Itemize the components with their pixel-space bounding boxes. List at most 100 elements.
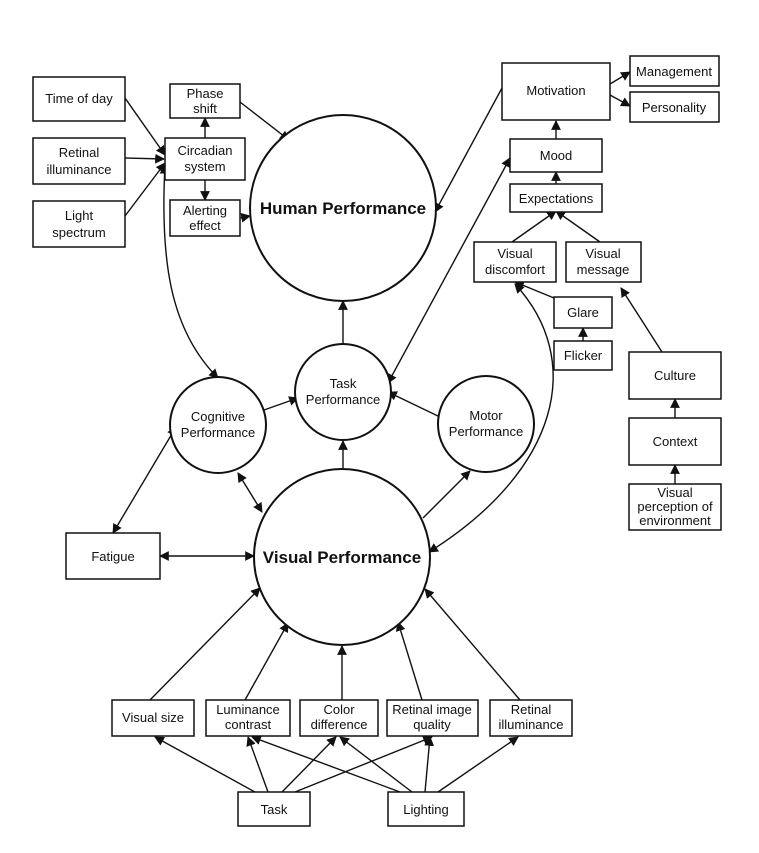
node-glare-label: Glare	[567, 305, 599, 320]
edge-motivation-management	[609, 71, 631, 85]
node-retinal-image-quality-line1: Retinal image	[392, 702, 472, 717]
node-motor-performance-line1: Motor	[469, 408, 503, 423]
edge-lighting-contrast	[251, 735, 401, 793]
node-lighting: Lighting	[387, 791, 465, 827]
node-retinal-image-quality-line2: quality	[413, 717, 451, 732]
edge-fatigue-cognitive	[112, 426, 177, 534]
edge-timeofday-circadian	[124, 97, 166, 156]
edge-lighting-illum	[437, 736, 519, 793]
node-circadian-system-line1: Circadian	[178, 143, 233, 158]
edge-quality-visual	[395, 621, 423, 701]
edge-task-contrast	[246, 736, 269, 793]
node-visual-performance: Visual Performance	[253, 468, 431, 646]
edge-message-expectations	[555, 210, 601, 243]
edge-circadian-cognitive	[159, 164, 219, 379]
node-visual-discomfort: Visual discomfort	[473, 241, 557, 283]
edge-visual-motor	[422, 470, 471, 519]
edge-motivation-human	[434, 87, 503, 213]
node-color-difference-line1: Color	[323, 702, 355, 717]
node-luminance-contrast-line1: Luminance	[216, 702, 280, 717]
node-retinal-image-quality: Retinal image quality	[386, 699, 479, 737]
node-glare: Glare	[553, 296, 613, 329]
node-personality: Personality	[629, 91, 720, 123]
edge-retinal-circadian	[124, 153, 165, 164]
edge-phaseshift-human	[239, 101, 290, 141]
edge-spectrum-circadian	[124, 162, 166, 217]
node-retinal-illuminance-top: Retinal illuminance	[32, 137, 126, 185]
node-task-performance: Task Performance	[294, 343, 392, 441]
node-retinal-illuminance-bottom-line2: illuminance	[498, 717, 563, 732]
node-retinal-illuminance-bottom-line1: Retinal	[511, 702, 552, 717]
node-cognitive-performance-line2: Performance	[181, 425, 255, 440]
node-flicker-label: Flicker	[564, 348, 603, 363]
node-retinal-illuminance-top-line2: illuminance	[46, 162, 111, 177]
edge-contrast-visual	[244, 622, 289, 701]
node-visual-message-line1: Visual	[585, 246, 620, 261]
node-mood-label: Mood	[540, 148, 573, 163]
node-alerting-effect-line1: Alerting	[183, 203, 227, 218]
node-circadian-system: Circadian system	[164, 137, 246, 181]
node-management-label: Management	[636, 64, 712, 79]
node-visual-size: Visual size	[111, 699, 195, 737]
node-color-difference-line2: difference	[311, 717, 368, 732]
edge-motor-task	[387, 391, 441, 418]
node-personality-label: Personality	[642, 100, 707, 115]
node-context: Context	[628, 417, 722, 466]
node-motivation: Motivation	[501, 62, 611, 121]
node-time-of-day-label: Time of day	[45, 91, 113, 106]
node-light-spectrum: Light spectrum	[32, 200, 126, 248]
edge-task-quality	[294, 735, 433, 793]
node-cognitive-performance-line1: Cognitive	[191, 409, 245, 424]
node-time-of-day: Time of day	[32, 76, 126, 122]
edge-mood-task	[387, 157, 511, 384]
edge-lighting-color	[339, 736, 413, 793]
node-luminance-contrast-line2: contrast	[225, 717, 272, 732]
edge-lighting-quality	[424, 736, 435, 793]
node-visual-message-line2: message	[577, 262, 630, 277]
edge-alerting-human	[239, 212, 251, 223]
node-visual-message: Visual message	[565, 241, 642, 283]
connectors	[112, 71, 680, 793]
node-visual-size-label: Visual size	[122, 710, 184, 725]
edge-discomfort-expectations	[511, 210, 557, 243]
node-retinal-illuminance-bottom: Retinal illuminance	[489, 699, 573, 737]
node-culture: Culture	[628, 351, 722, 400]
node-context-label: Context	[653, 434, 698, 449]
node-visual-discomfort-line2: discomfort	[485, 262, 545, 277]
node-phase-shift-line2: shift	[193, 101, 217, 116]
node-light-spectrum-line1: Light	[65, 208, 94, 223]
node-visual-perception-line3: environment	[639, 513, 711, 528]
node-visual-discomfort-line1: Visual	[497, 246, 532, 261]
node-task: Task	[237, 791, 311, 827]
edge-task-color	[281, 736, 337, 793]
node-lighting-label: Lighting	[403, 802, 449, 817]
node-phase-shift: Phase shift	[169, 83, 241, 119]
node-expectations: Expectations	[509, 183, 603, 213]
node-cognitive-performance: Cognitive Performance	[169, 376, 267, 474]
edge-visualsize-visual	[149, 587, 261, 701]
node-fatigue-label: Fatigue	[91, 549, 134, 564]
node-visual-perception-line2: perception of	[637, 499, 713, 514]
node-motivation-label: Motivation	[526, 83, 585, 98]
node-alerting-effect: Alerting effect	[169, 199, 241, 237]
node-retinal-illuminance-top-line1: Retinal	[59, 145, 100, 160]
node-visual-perception: Visual perception of environment	[628, 483, 722, 531]
node-task-performance-line2: Performance	[306, 392, 380, 407]
node-flicker: Flicker	[553, 340, 613, 371]
node-human-performance: Human Performance	[249, 114, 437, 302]
node-color-difference: Color difference	[299, 699, 379, 737]
edge-illum-visual	[424, 588, 521, 701]
node-motor-performance: Motor Performance	[437, 375, 535, 473]
node-light-spectrum-line2: spectrum	[52, 225, 105, 240]
node-visual-performance-label: Visual Performance	[263, 548, 421, 567]
node-fatigue: Fatigue	[65, 532, 161, 580]
node-expectations-label: Expectations	[519, 191, 594, 206]
node-luminance-contrast: Luminance contrast	[205, 699, 291, 737]
node-motor-performance-line2: Performance	[449, 424, 523, 439]
node-culture-label: Culture	[654, 368, 696, 383]
edge-task-visualsize	[154, 736, 256, 793]
edge-visual-cognitive	[237, 472, 263, 513]
node-mood: Mood	[509, 138, 603, 173]
node-alerting-effect-line2: effect	[189, 218, 221, 233]
